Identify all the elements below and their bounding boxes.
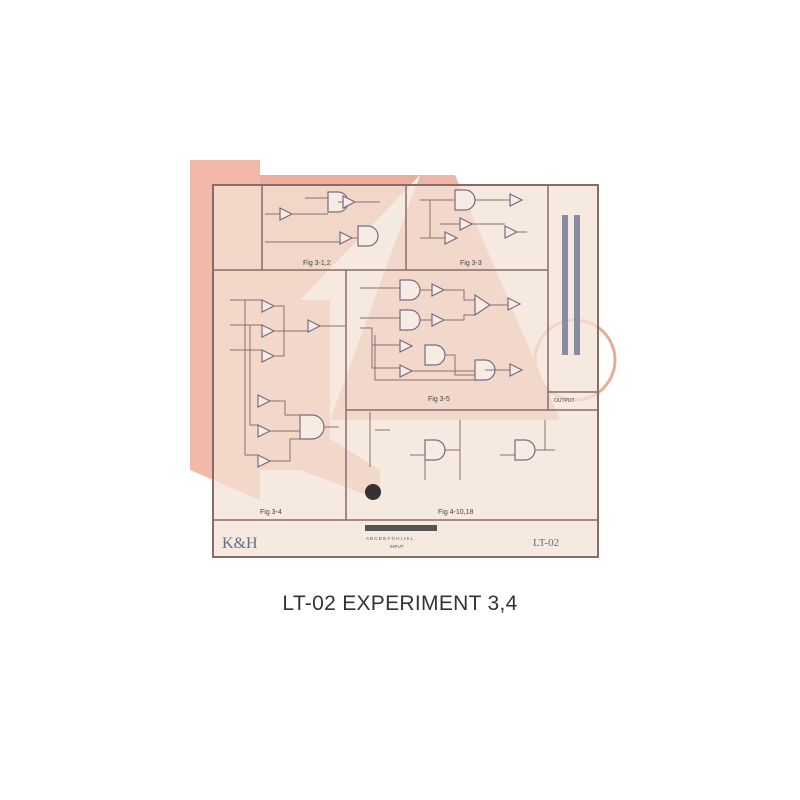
product-caption: LT-02 EXPERIMENT 3,4 — [282, 592, 518, 615]
fig-label-3-1-2: Fig 3-1,2 — [303, 260, 331, 267]
brand-label: K&H — [222, 535, 258, 552]
panel-dividers — [213, 185, 598, 521]
logic-gates — [257, 189, 536, 468]
fig-label-3-5: Fig 3-5 — [428, 396, 450, 403]
output-connector — [562, 215, 580, 355]
model-label: LT-02 — [533, 537, 559, 549]
input-label: INPUT — [390, 544, 404, 549]
input-connector — [365, 525, 437, 531]
push-button — [365, 484, 381, 500]
circuit-wires — [230, 197, 555, 480]
output-label: OUTPUT — [554, 398, 575, 404]
fig-label-3-3: Fig 3-3 — [460, 260, 482, 267]
fig-label-3-4: Fig 3-4 — [260, 509, 282, 516]
input-pins-label: A B C D E F G H I J K L — [366, 536, 414, 541]
fig-label-4-10-18: Fig 4-10,18 — [438, 509, 474, 516]
